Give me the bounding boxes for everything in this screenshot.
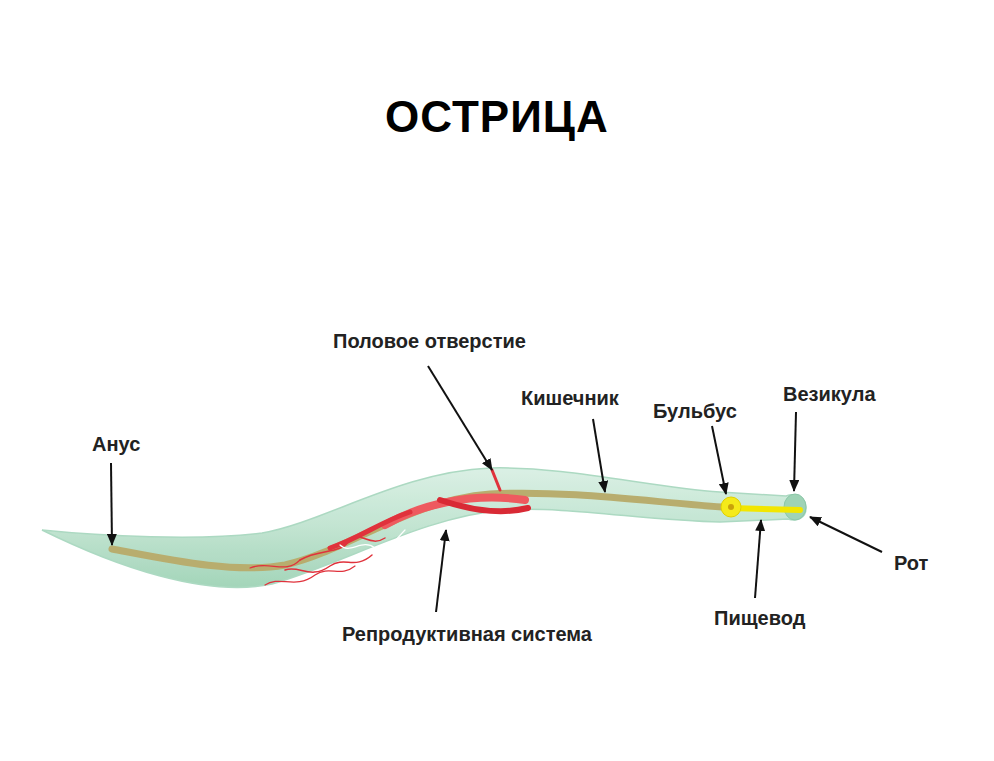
bulbus	[721, 497, 741, 517]
leader-arrows	[111, 366, 882, 612]
part-label: Везикула	[783, 382, 876, 406]
leader-arrow	[436, 530, 446, 612]
diagram-title: ОСТРИЦА	[385, 92, 609, 142]
bulbus-core	[728, 504, 734, 510]
leader-arrow	[593, 419, 605, 492]
worm-body	[42, 468, 806, 587]
leader-arrow	[428, 366, 492, 470]
part-label: Бульбус	[653, 399, 737, 423]
reproductive-system	[250, 470, 528, 585]
part-label: Половое отверстие	[333, 329, 526, 353]
leader-arrow	[755, 520, 761, 598]
leader-arrow	[111, 463, 112, 545]
leader-arrow	[794, 412, 796, 491]
part-label: Кишечник	[521, 386, 619, 410]
part-label: Репродуктивная система	[342, 622, 592, 646]
part-label: Рот	[894, 551, 928, 575]
part-label: Пищевод	[714, 606, 805, 630]
leader-arrow	[810, 517, 882, 552]
intestine	[112, 493, 722, 568]
part-label: Анус	[92, 432, 140, 456]
leader-arrow	[712, 426, 726, 494]
